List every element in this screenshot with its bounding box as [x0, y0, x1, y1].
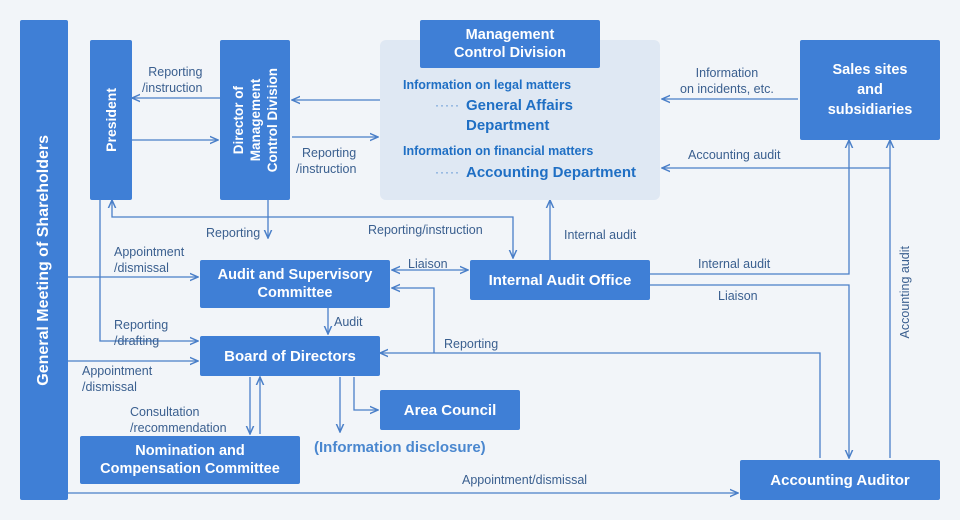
president-box: President	[90, 40, 132, 200]
label-appointment-dismissal-bottom: Appointment/dismissal	[462, 473, 588, 487]
internal-audit-office-box: Internal Audit Office	[470, 260, 650, 300]
label-information-disclosure: (Information disclosure)	[314, 439, 486, 456]
label-liaison-right: Liaison	[718, 289, 758, 303]
president-label: President	[103, 88, 119, 152]
label-reporting-instruction-top: Reporting /instruction	[142, 65, 203, 95]
label-consultation-recommendation: Consultation /recommendation	[130, 405, 227, 435]
director-box: Director of Management Control Division	[220, 40, 290, 200]
label-reporting-down: Reporting	[206, 226, 261, 240]
shareholders-label: General Meeting of Shareholders	[35, 134, 52, 386]
label-appointment-dismissal-2: Appointment /dismissal	[82, 364, 153, 394]
general-affairs-department: General Affairs Department	[466, 97, 573, 134]
legal-dots: ·····	[435, 98, 460, 112]
label-reporting-right: Reporting	[444, 337, 499, 351]
label-appointment-dismissal-1: Appointment /dismissal	[114, 245, 185, 275]
label-reporting-instruction-long: Reporting/instruction	[368, 223, 483, 237]
management-control-division-box: Management Control Division	[420, 20, 600, 68]
nomination-compensation-committee-box: Nomination and Compensation Committee	[80, 436, 300, 484]
label-accounting-audit-top: Accounting audit	[688, 148, 781, 162]
label-accounting-audit-vertical: Accounting audit	[898, 246, 912, 339]
audit-supervisory-committee-box: Audit and Supervisory Committee	[200, 260, 390, 308]
label-audit: Audit	[334, 315, 363, 329]
label-liaison-left: Liaison	[408, 257, 448, 271]
label-information-incidents: Information on incidents, etc.	[680, 66, 774, 96]
label-internal-audit-up: Internal audit	[564, 228, 637, 242]
label-reporting-instruction-mid: Reporting /instruction	[296, 146, 357, 176]
board-of-directors-box: Board of Directors	[200, 336, 380, 376]
financial-heading: Information on financial matters	[403, 144, 594, 158]
area-council-box: Area Council	[380, 390, 520, 430]
general-meeting-of-shareholders-box: General Meeting of Shareholders	[20, 20, 68, 500]
label-reporting-drafting: Reporting /drafting	[114, 318, 169, 348]
label-internal-audit-right: Internal audit	[698, 257, 771, 271]
legal-heading: Information on legal matters	[403, 78, 572, 92]
financial-dots: ·····	[435, 165, 460, 179]
accounting-auditor-box: Accounting Auditor	[740, 460, 940, 500]
sales-sites-box: Sales sites and subsidiaries	[800, 40, 940, 140]
accounting-department: Accounting Department	[466, 164, 637, 181]
director-label: Director of Management Control Division	[230, 67, 280, 173]
